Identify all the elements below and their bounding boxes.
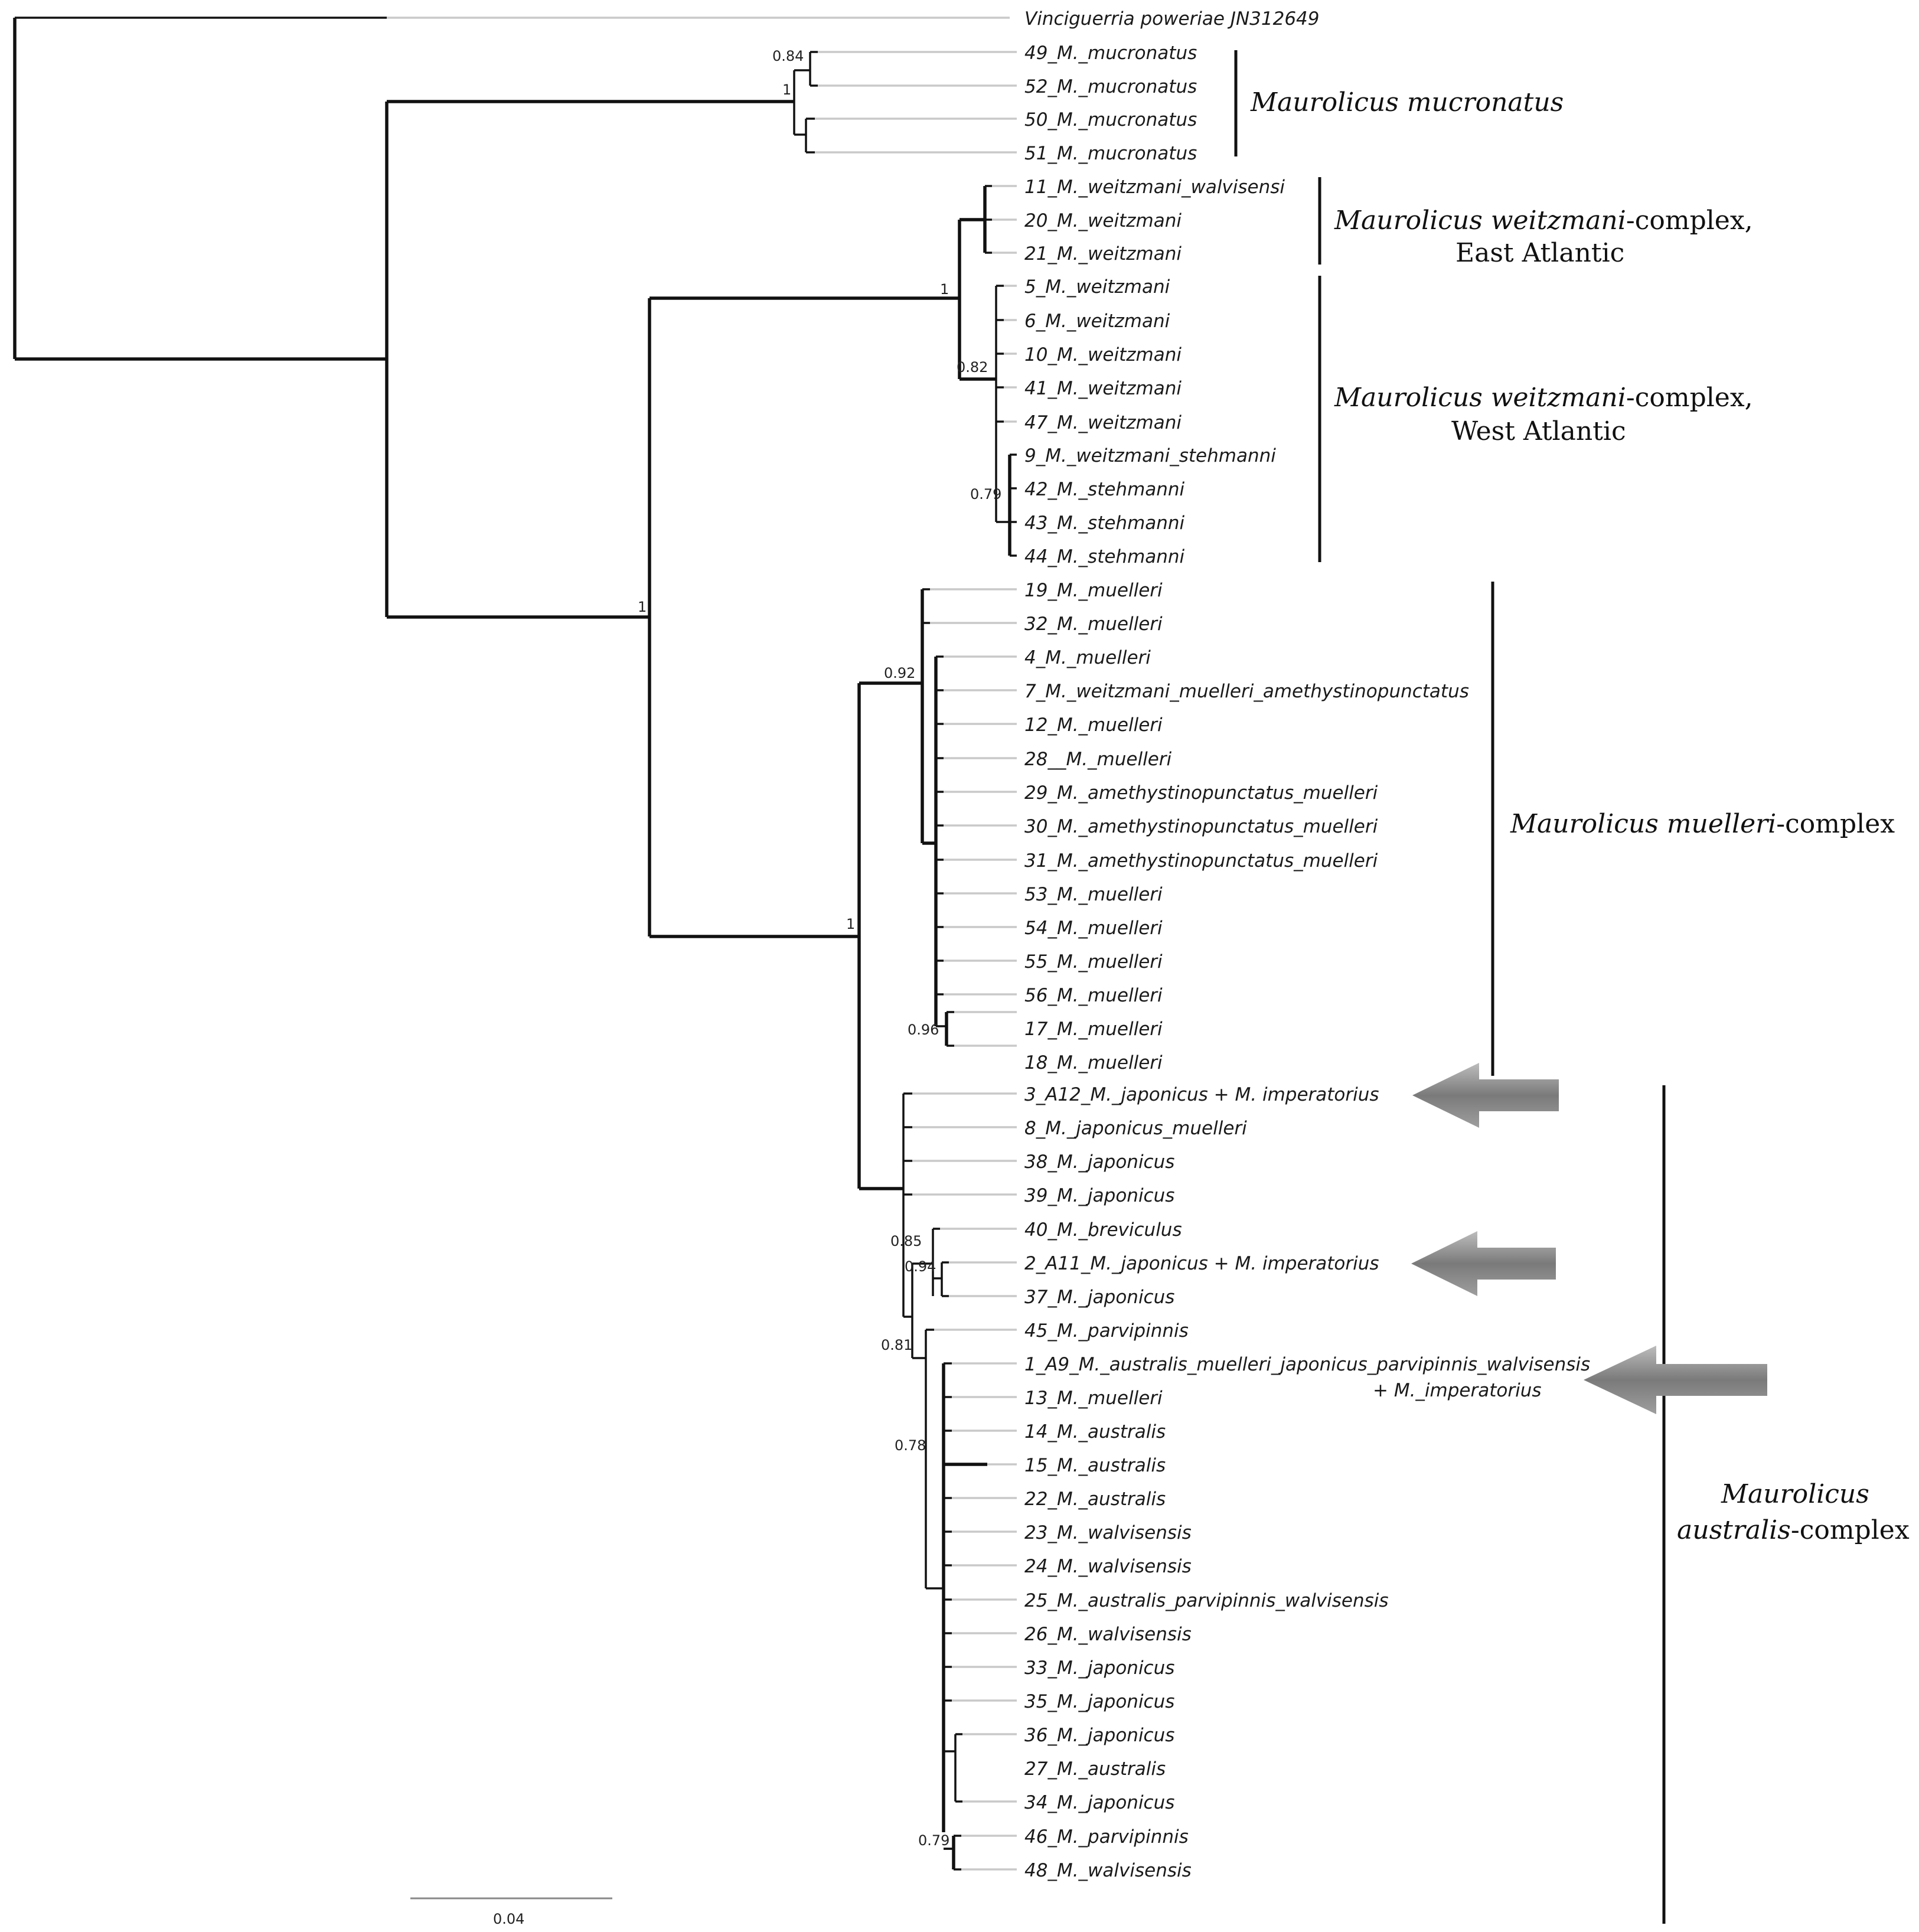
tip-label: 44_M._stehmanni	[1024, 546, 1185, 567]
clade-label-weitzmani-west-line2: West Atlantic	[1451, 416, 1626, 446]
tip-label: 55_M._muelleri	[1024, 951, 1163, 972]
scale-bar-label: 0.04	[493, 1911, 524, 1927]
tip-label: 29_M._amethystinopunctatus_muelleri	[1024, 782, 1378, 804]
tip-label: 56_M._muelleri	[1024, 985, 1163, 1006]
tip-label: 2_A11_M._japonicus + M. imperatorius	[1024, 1253, 1379, 1274]
tip-label: 21_M._weitzmani	[1024, 243, 1182, 265]
tip-label: 1_A9_M._australis_muelleri_japonicus_par…	[1024, 1354, 1590, 1375]
support-value: 0.78	[895, 1437, 926, 1454]
tree-branches	[13, 17, 1017, 1871]
tip-label: 43_M._stehmanni	[1024, 513, 1185, 534]
tip-label: 32_M._muelleri	[1024, 613, 1163, 635]
clade-label-weitzmani-east-line2: East Atlantic	[1455, 238, 1624, 268]
tip-label: 4_M._muelleri	[1024, 647, 1151, 668]
tip-lines	[387, 17, 1017, 1871]
tip-label: 7_M._weitzmani_muelleri_amethystinopunct…	[1024, 681, 1469, 702]
support-value: 1	[846, 916, 855, 932]
tip-label: 3_A12_M._japonicus + M. imperatorius	[1024, 1084, 1379, 1105]
tip-label: 14_M._australis	[1024, 1421, 1166, 1443]
tip-label: 33_M._japonicus	[1024, 1657, 1174, 1679]
support-value: 1	[782, 81, 791, 98]
support-value: 1	[638, 599, 647, 615]
clade-label-muelleri: Maurolicus muelleri-complex	[1510, 809, 1895, 839]
support-value: 0.79	[970, 486, 1001, 502]
tip-label: 36_M._japonicus	[1024, 1725, 1174, 1746]
support-value: 0.94	[905, 1258, 936, 1275]
tip-label: 10_M._weitzmani	[1024, 344, 1182, 365]
highlight-arrows	[1411, 1063, 1767, 1414]
support-values: 0.84 1 1 0.82 0.79 1 1 0.92 0.96 0.85 0.…	[638, 48, 1001, 1849]
tip-label: Vinciguerria poweriae JN312649	[1024, 8, 1320, 30]
tip-label: 40_M._breviculus	[1024, 1219, 1182, 1241]
tip-label: 51_M._mucronatus	[1024, 143, 1197, 164]
tip-label: 54_M._muelleri	[1024, 918, 1163, 939]
tip-label: 38_M._japonicus	[1024, 1151, 1174, 1173]
support-value: 0.81	[881, 1337, 912, 1353]
arrow-left-icon	[1412, 1063, 1559, 1128]
tip-label: 9_M._weitzmani_stehmanni	[1024, 445, 1276, 466]
arrow-left-icon	[1411, 1231, 1556, 1296]
tip-label: 25_M._australis_parvipinnis_walvisensis	[1024, 1590, 1389, 1611]
clade-label-australis-line1: Maurolicus	[1721, 1479, 1869, 1509]
tip-label: 28__M._muelleri	[1024, 749, 1172, 770]
clade-label-weitzmani-east: Maurolicus weitzmani-complex,	[1334, 205, 1753, 236]
clade-labels: Maurolicus mucronatus Maurolicus weitzma…	[1250, 87, 1910, 1545]
tip-label: 45_M._parvipinnis	[1024, 1320, 1189, 1342]
tip-label: 12_M._muelleri	[1024, 714, 1163, 736]
tip-label: + M._imperatorius	[1373, 1380, 1542, 1401]
tip-label: 42_M._stehmanni	[1024, 479, 1185, 500]
clade-label-weitzmani-west: Maurolicus weitzmani-complex,	[1334, 383, 1753, 413]
tip-label: 13_M._muelleri	[1024, 1388, 1163, 1409]
support-value: 0.84	[772, 48, 804, 64]
tip-label: 23_M._walvisensis	[1024, 1522, 1192, 1543]
tip-label: 34_M._japonicus	[1024, 1792, 1174, 1813]
support-value: 0.79	[918, 1832, 949, 1849]
clade-bars	[1234, 50, 1666, 1924]
tip-label: 11_M._weitzmani_walvisensi	[1024, 177, 1285, 198]
tip-label: 8_M._japonicus_muelleri	[1024, 1118, 1247, 1139]
tip-label: 15_M._australis	[1024, 1455, 1166, 1476]
tip-label: 39_M._japonicus	[1024, 1185, 1174, 1206]
tip-label: 47_M._weitzmani	[1024, 412, 1182, 433]
support-value: 0.85	[890, 1233, 922, 1249]
tip-label: 24_M._walvisensis	[1024, 1556, 1192, 1577]
tip-label: 50_M._mucronatus	[1024, 109, 1197, 130]
tip-label: 17_M._muelleri	[1024, 1019, 1163, 1040]
tip-label: 52_M._mucronatus	[1024, 76, 1197, 97]
tip-label: 22_M._australis	[1024, 1489, 1166, 1510]
tip-label: 18_M._muelleri	[1024, 1052, 1163, 1073]
support-value: 0.92	[884, 665, 915, 681]
support-value: 1	[940, 281, 949, 298]
arrow-left-icon	[1584, 1346, 1767, 1414]
scale-bar: 0.04	[410, 1897, 612, 1927]
tip-label: 19_M._muelleri	[1024, 580, 1163, 601]
clade-label-australis-line2: australis-complex	[1677, 1515, 1910, 1545]
tip-label: 48_M._walvisensis	[1024, 1860, 1192, 1881]
tip-label: 30_M._amethystinopunctatus_muelleri	[1024, 816, 1378, 837]
tip-label: 26_M._walvisensis	[1024, 1624, 1192, 1645]
tip-label: 27_M._australis	[1024, 1758, 1166, 1780]
tip-label: 53_M._muelleri	[1024, 884, 1163, 905]
clade-label-mucronatus: Maurolicus mucronatus	[1250, 87, 1564, 118]
tip-label: 35_M._japonicus	[1024, 1691, 1174, 1712]
tip-label: 20_M._weitzmani	[1024, 210, 1182, 231]
tip-label: 41_M._weitzmani	[1024, 378, 1182, 399]
support-value: 0.82	[957, 359, 988, 376]
tip-label: 31_M._amethystinopunctatus_muelleri	[1024, 850, 1378, 872]
tip-label: 5_M._weitzmani	[1024, 276, 1170, 298]
tip-label: 37_M._japonicus	[1024, 1287, 1174, 1308]
support-value: 0.96	[908, 1022, 939, 1038]
tip-labels: Vinciguerria poweriae JN312649 49_M._muc…	[1024, 8, 1590, 1881]
tip-label: 49_M._mucronatus	[1024, 43, 1197, 64]
tip-label: 46_M._parvipinnis	[1024, 1826, 1189, 1848]
tip-label: 6_M._weitzmani	[1024, 311, 1170, 332]
